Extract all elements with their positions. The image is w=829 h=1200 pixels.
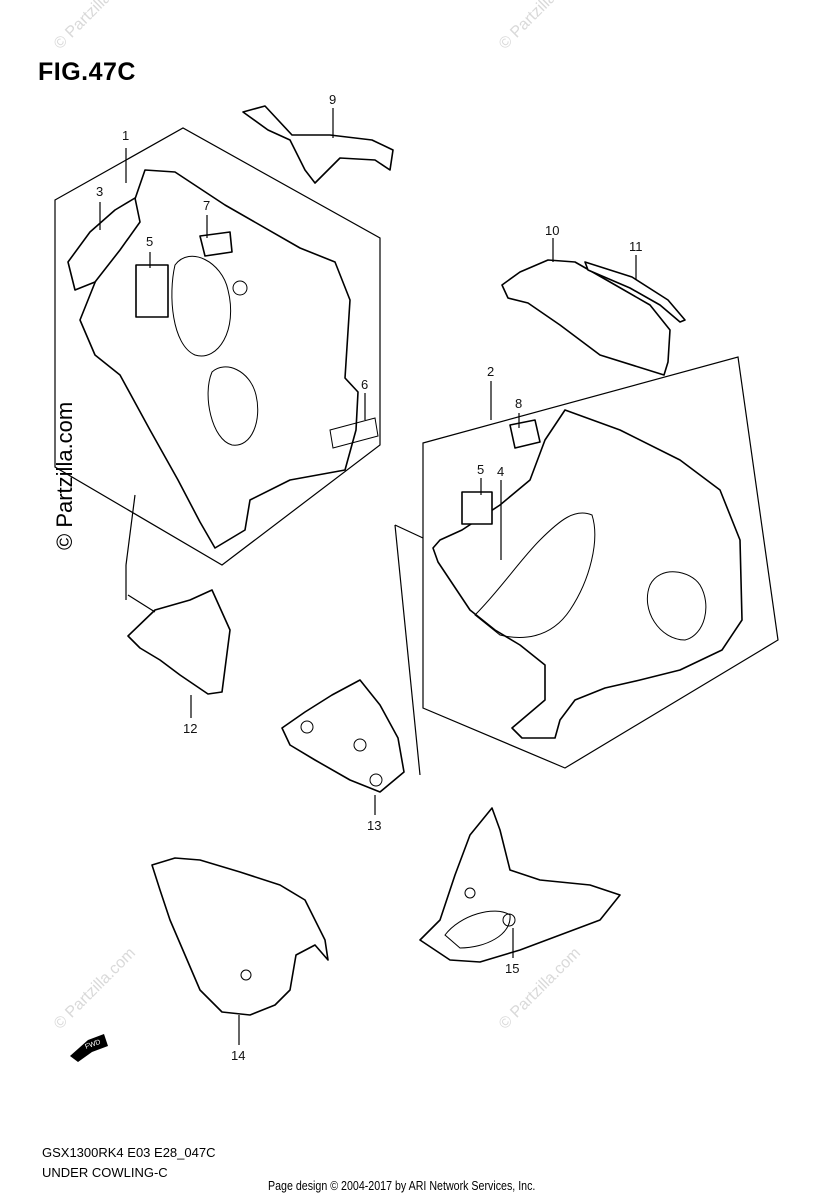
- callout-6: 6: [361, 377, 368, 392]
- part-13-grommet: [353, 738, 367, 752]
- model-code: GSX1300RK4 E03 E28_047C: [42, 1145, 216, 1160]
- assembly-outline-2: [422, 356, 779, 769]
- part-15-undercover: [419, 807, 621, 963]
- watermark-text: © Partzilla.com: [496, 945, 584, 1033]
- part-14-grommet: [240, 969, 252, 981]
- callout-1: 1: [122, 128, 129, 143]
- part-1-grommet: [232, 280, 248, 296]
- part-6-shape: [329, 417, 379, 449]
- watermark-text: © Partzilla.com: [496, 0, 584, 53]
- callout-2: 2: [487, 364, 494, 379]
- watermark-text: © Partzilla.com: [51, 0, 139, 53]
- assembly-outline-1: [54, 127, 381, 566]
- part-2-decal: [474, 512, 596, 638]
- part-12-panel: [127, 589, 231, 695]
- callout-8: 8: [515, 396, 522, 411]
- fwd-arrow-icon: FWD: [70, 1034, 108, 1062]
- part-1-opening-lower: [207, 366, 259, 446]
- part-5b-label: [461, 491, 493, 525]
- callout-13: 13: [367, 818, 381, 833]
- leader-line: [394, 524, 424, 539]
- part-15-grommet: [464, 887, 476, 899]
- callout-11: 11: [629, 239, 643, 254]
- part-13-panel: [281, 679, 405, 793]
- callout-9: 9: [329, 92, 336, 107]
- part-1-opening: [171, 255, 232, 357]
- part-13-grommet: [369, 773, 383, 787]
- part-14-lower-cowl: [151, 857, 329, 1016]
- page-footer: Page design © 2004-2017 by ARI Network S…: [268, 1178, 536, 1193]
- part-13-grommet: [300, 720, 314, 734]
- figure-title: FIG.47C: [38, 58, 136, 86]
- callout-3: 3: [96, 184, 103, 199]
- part-8-clip: [509, 419, 541, 449]
- callout-5: 5: [146, 234, 153, 249]
- part-7-label: [199, 231, 233, 257]
- watermark-text: © Partzilla.com: [51, 945, 139, 1033]
- part-3-bracket: [67, 197, 141, 291]
- part-10-cover: [501, 259, 671, 376]
- leader-line: [125, 494, 136, 566]
- callout-group: 1 2 3 4 5 5 6 7 8 9 10 11 12 13 14 15: [96, 92, 643, 1063]
- leader-line: [394, 524, 421, 776]
- part-5a-label: [135, 264, 169, 318]
- part-15-grommet: [502, 913, 516, 927]
- callout-7: 7: [203, 198, 210, 213]
- callout-12: 12: [183, 721, 197, 736]
- part-15-recess: [444, 910, 511, 949]
- section-name: UNDER COWLING-C: [42, 1165, 168, 1180]
- callout-4: 4: [497, 464, 504, 479]
- leader-line: [127, 594, 156, 613]
- callout-10: 10: [545, 223, 559, 238]
- callout-15: 15: [505, 961, 519, 976]
- callout-14: 14: [231, 1048, 245, 1063]
- part-9-bracket: [242, 105, 394, 184]
- part-11-trim: [584, 261, 686, 323]
- part-2-intake: [646, 571, 707, 641]
- callout-5: 5: [477, 462, 484, 477]
- vertical-watermark: © Partzilla.com: [52, 402, 77, 550]
